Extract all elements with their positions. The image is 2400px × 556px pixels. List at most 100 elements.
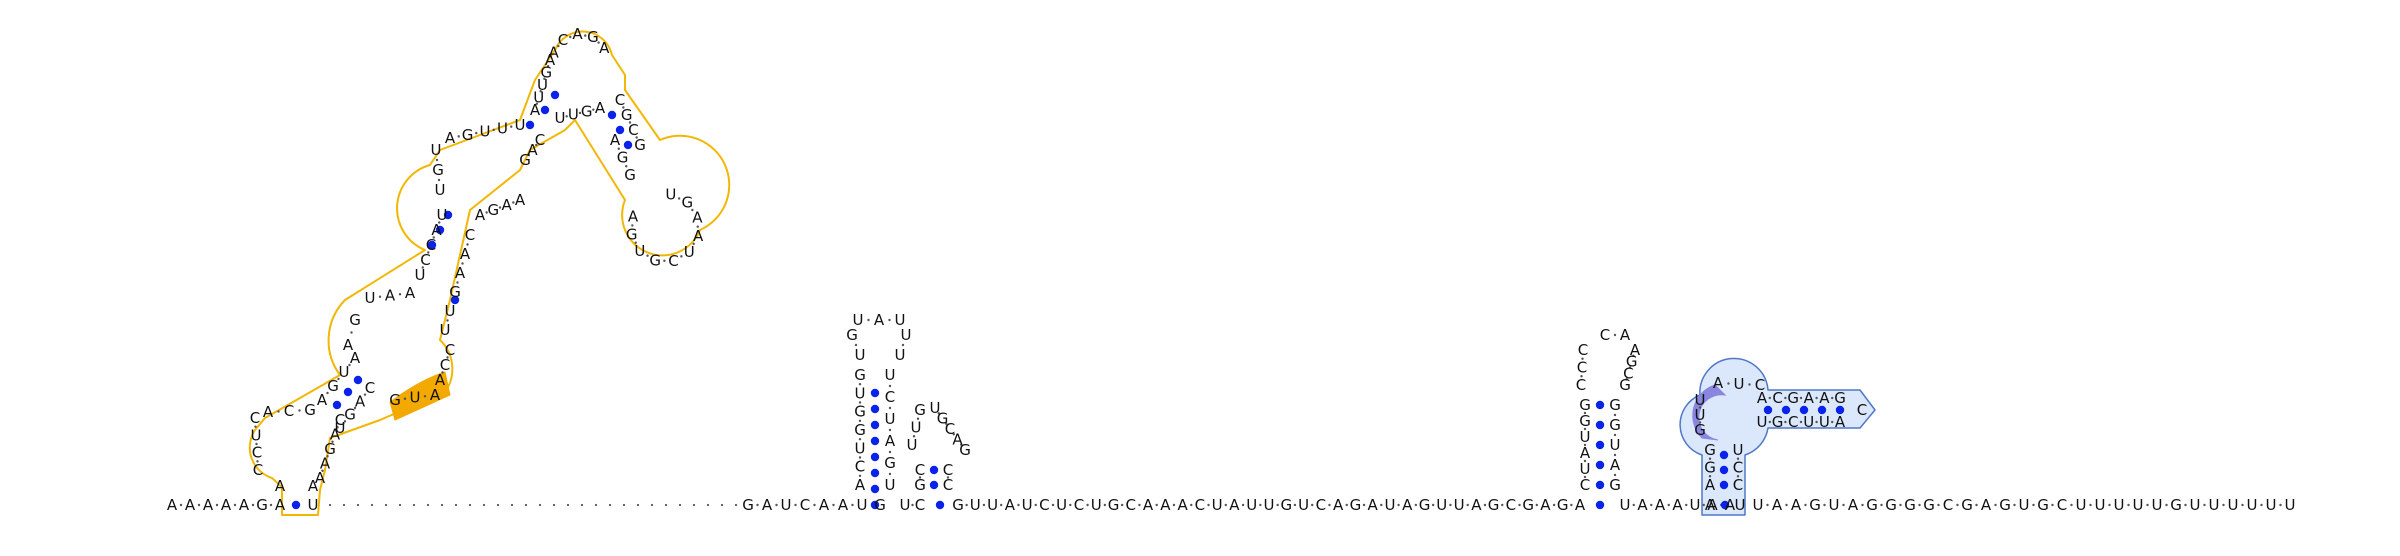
leader-nucleotide: G xyxy=(256,496,268,514)
backbone-dot xyxy=(1583,411,1587,415)
backbone-dot xyxy=(1613,413,1617,417)
backbone-dot xyxy=(858,401,862,404)
hp4-left-nucleotide: U xyxy=(1695,391,1706,409)
terminal-loop-nucleotide: G xyxy=(649,252,661,270)
backbone-dot xyxy=(1293,503,1297,507)
hp2-base-nucleotide: C xyxy=(915,496,925,514)
backbone-dot xyxy=(965,503,968,507)
hp3-left-nucleotide: C xyxy=(1576,376,1586,394)
backbone-dot xyxy=(1190,503,1193,507)
after-hp2-nucleotide: A xyxy=(1368,496,1379,514)
gap-dot xyxy=(524,503,528,507)
after-hp2-nucleotide: C xyxy=(1195,496,1205,514)
trailer-nucleotide: G xyxy=(1923,496,1935,514)
yellow-highlight-nucleotide: U xyxy=(410,389,421,407)
hp1-right-nucleotide: U xyxy=(885,366,896,384)
terminal-loop-nucleotide: A xyxy=(628,207,639,225)
base-pair-dot xyxy=(443,210,453,220)
after-hp2-nucleotide: A xyxy=(1160,496,1171,514)
backbone-dot xyxy=(1766,503,1769,507)
backbone-dot xyxy=(635,136,638,139)
hp1-right-nucleotide: C xyxy=(885,388,895,406)
base-pair-dot xyxy=(353,375,363,385)
backbone-dot xyxy=(298,409,301,412)
backbone-dot xyxy=(565,115,568,118)
backbone-dot xyxy=(535,102,539,105)
backbone-dot xyxy=(1831,420,1834,424)
base-pair-dot xyxy=(1595,460,1605,470)
terminal-loop-nucleotide: A xyxy=(693,227,704,245)
stem1-right-nucleotide: A xyxy=(330,426,341,444)
mid-run-nucleotide: A xyxy=(1672,496,1683,514)
backbone-dot xyxy=(937,412,940,415)
backbone-dot xyxy=(1583,427,1587,431)
after-hp2-nucleotide: G xyxy=(952,496,964,514)
backbone-dot xyxy=(539,90,542,93)
backbone-dot xyxy=(2222,503,2225,507)
leader-nucleotide: A xyxy=(275,496,286,514)
backbone-dot xyxy=(912,435,916,438)
after-hp2-nucleotide: A xyxy=(1177,496,1188,514)
hp3-right-nucleotide: U xyxy=(1610,436,1621,454)
hp2-nucleotide: C xyxy=(915,461,925,479)
backbone-dot xyxy=(1535,503,1539,507)
loop3-nucleotide: U xyxy=(431,141,442,159)
hp4-left-nucleotide: G xyxy=(1704,459,1716,477)
stem3-bridge-nucleotide: G xyxy=(488,201,500,219)
backbone-dot xyxy=(1580,375,1583,378)
backbone-dot xyxy=(197,503,201,507)
hp4-arm-nucleotide: A xyxy=(1835,413,1846,431)
hp4-tip-nucleotide: C xyxy=(1857,401,1867,419)
right-arm-nucleotide: C xyxy=(615,91,625,109)
loop2-nucleotide: A xyxy=(343,336,354,354)
backbone-dot xyxy=(441,371,444,374)
hp1-left-nucleotide: C xyxy=(855,458,865,476)
loop2-right-nucleotide: A xyxy=(435,371,446,389)
backbone-dot xyxy=(1259,503,1262,507)
backbone-dot xyxy=(1768,420,1772,424)
gap-dot xyxy=(650,503,654,507)
stem3-bridge-nucleotide: A xyxy=(475,206,486,224)
backbone-dot xyxy=(432,236,435,239)
backbone-dot xyxy=(1799,420,1803,424)
stem1-nucleotide: A xyxy=(308,477,319,495)
loop1-nucleotide: A xyxy=(263,403,274,421)
backbone-dot xyxy=(1501,503,1504,507)
hp3-loop-nucleotide: A xyxy=(1620,326,1631,344)
mid-run-nucleotide: U xyxy=(1690,496,1701,514)
base-pair-dot xyxy=(332,400,342,410)
backbone-dot xyxy=(1581,357,1584,360)
trailer-nucleotide: U xyxy=(2228,496,2239,514)
backbone-dot xyxy=(888,450,892,454)
hp3-right-nucleotide: G xyxy=(1609,396,1621,414)
hp3-left-nucleotide: U xyxy=(1580,460,1591,478)
base-pair-dot xyxy=(450,295,460,305)
backbone-dot xyxy=(398,293,402,296)
stem3-bridge-nucleotide: A xyxy=(515,191,526,209)
backbone-dot xyxy=(233,503,237,507)
after-hp2-nucleotide: G xyxy=(1488,496,1500,514)
stem3-nucleotide: U xyxy=(440,321,451,339)
backbone-dot xyxy=(1823,503,1826,507)
backbone-dot xyxy=(1918,503,1921,507)
backbone-dot xyxy=(2127,503,2130,507)
trailer-nucleotide: A xyxy=(1791,496,1802,514)
trailer-nucleotide: U xyxy=(2114,496,2125,514)
backbone-dot xyxy=(945,422,948,425)
after-hp2-nucleotide: C xyxy=(1506,496,1516,514)
gap-dot xyxy=(566,503,570,507)
backbone-dot xyxy=(363,393,367,396)
gap-dot xyxy=(594,503,598,507)
backbone-dot xyxy=(2146,503,2149,507)
backbone-dot xyxy=(254,425,257,428)
backbone-dot xyxy=(343,420,347,423)
base-pair-dot xyxy=(929,480,939,490)
base-pair-dot xyxy=(1595,440,1605,450)
after-hp2-nucleotide: A xyxy=(1333,496,1344,514)
after-hp2-nucleotide: G xyxy=(1280,496,1292,514)
after-hp2-nucleotide: U xyxy=(1384,496,1395,514)
backbone-dot xyxy=(403,397,407,400)
gap-dot xyxy=(426,503,430,507)
hp4-top-nucleotide: A xyxy=(1713,374,1724,392)
backbone-dot xyxy=(1937,503,1940,507)
